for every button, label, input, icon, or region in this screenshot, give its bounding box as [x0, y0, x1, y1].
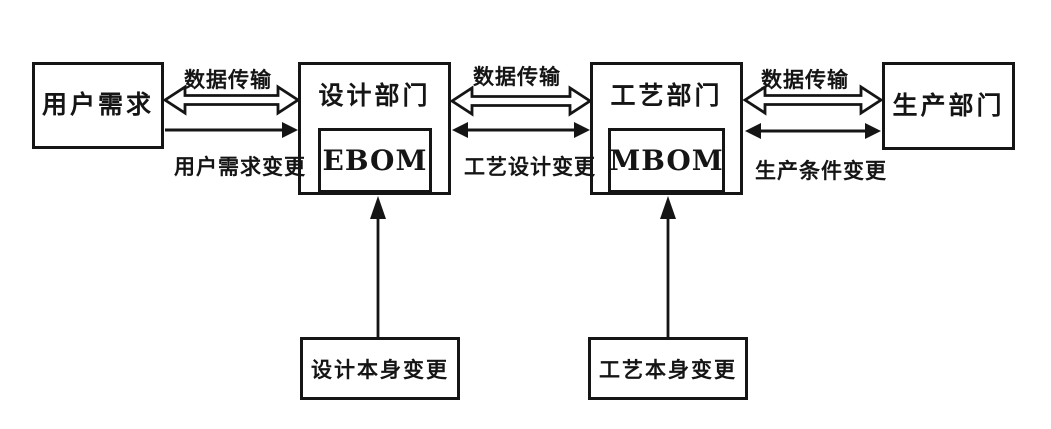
node-design-department-label: 设计部门	[318, 81, 431, 110]
node-mbom-label: MBOM	[609, 144, 724, 177]
node-mbom: MBOM	[608, 128, 725, 193]
node-process-self-change-label: 工艺本身变更	[599, 356, 737, 382]
process-self-change-arrow	[660, 196, 676, 337]
design-self-change-arrow	[370, 196, 386, 337]
node-user-requirements: 用户需求	[32, 62, 164, 149]
node-production-department: 生产部门	[882, 62, 1015, 150]
data-transfer-label-3: 数据传输	[761, 67, 849, 92]
data-transfer-label-1: 数据传输	[184, 67, 272, 92]
node-production-department-label: 生产部门	[892, 90, 1005, 120]
user-requirement-change-label: 用户需求变更	[174, 154, 306, 179]
node-design-self-change-label: 设计本身变更	[311, 356, 449, 382]
process-design-change-arrow	[452, 122, 590, 138]
production-condition-change-arrow	[745, 123, 881, 139]
node-process-department-label: 工艺部门	[610, 81, 723, 110]
production-condition-change-label: 生产条件变更	[755, 158, 887, 183]
data-transfer-arrow-2	[449, 85, 593, 117]
process-design-change-label: 工艺设计变更	[464, 154, 596, 179]
data-transfer-label-2: 数据传输	[473, 64, 561, 89]
node-process-self-change: 工艺本身变更	[588, 337, 748, 400]
node-ebom: EBOM	[318, 128, 432, 193]
user-requirement-change-arrow	[165, 122, 298, 138]
data-transfer-arrow-3	[742, 84, 884, 116]
node-user-requirements-label: 用户需求	[41, 90, 154, 120]
node-design-self-change: 设计本身变更	[300, 337, 460, 400]
node-ebom-label: EBOM	[322, 144, 428, 177]
